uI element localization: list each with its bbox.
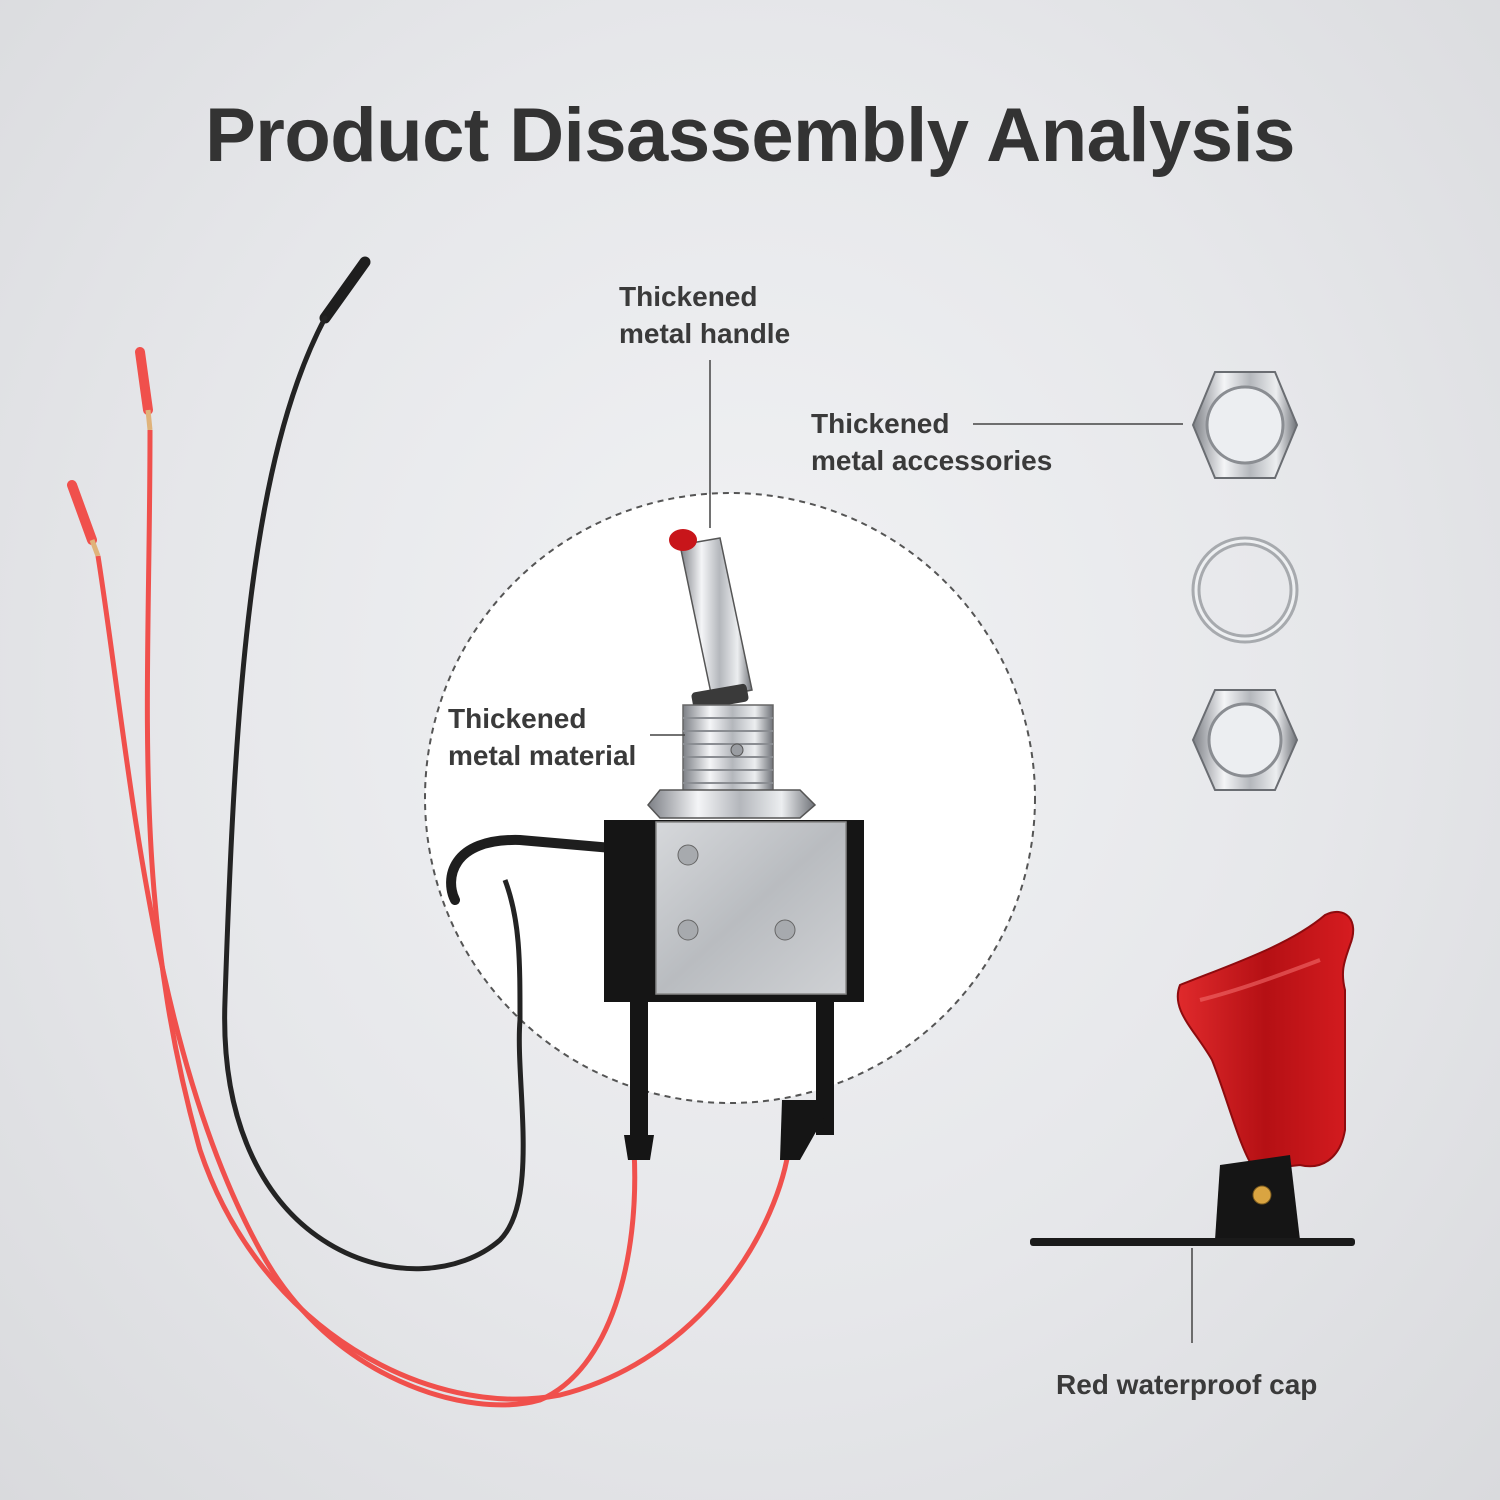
label-metal-handle-line2: metal handle [619,318,791,349]
page-title: Product Disassembly Analysis [205,93,1295,178]
label-red-cap: Red waterproof cap [1056,1369,1318,1400]
black-wire [222,256,617,1272]
hex-nut-icon [1191,371,1299,479]
hex-nut-icon-2 [1191,689,1299,791]
label-metal-material-line1: Thickened [448,703,587,734]
label-metal-handle-line1: Thickened [619,281,758,312]
label-metal-accessories-line1: Thickened [811,408,950,439]
washer-ring-icon [1191,536,1299,644]
label-metal-accessories-line2: metal accessories [811,445,1053,476]
label-metal-material-line2: metal material [448,740,637,771]
label-metal-material: Thickened metal material [448,700,636,774]
label-metal-accessories: Thickened metal accessories [811,405,1052,479]
red-wire-2 [67,480,638,1408]
safety-cap-icon [1030,910,1355,1246]
toggle-switch-icon [604,529,864,1160]
label-metal-handle: Thickened metal handle [619,278,790,352]
